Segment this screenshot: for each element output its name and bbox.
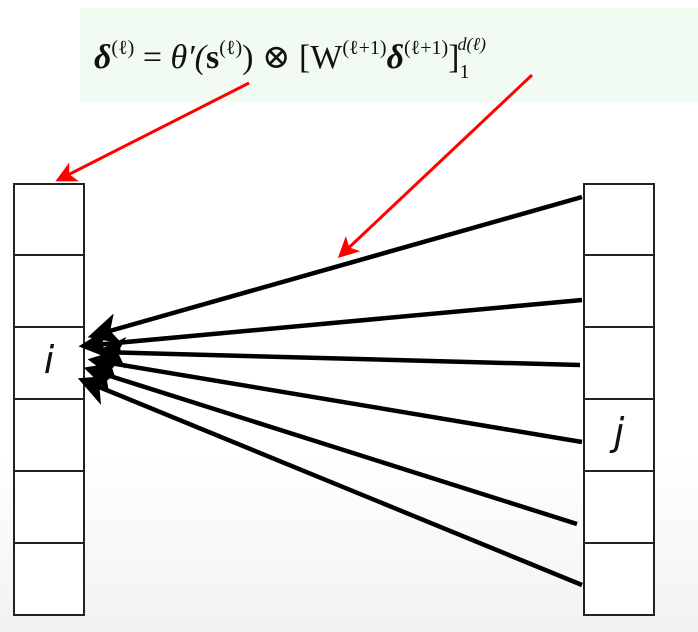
neuron-cell bbox=[583, 544, 655, 616]
annotation-arrows bbox=[55, 73, 534, 259]
red-arrow-to-delta-l bbox=[55, 81, 250, 182]
neuron-cell bbox=[583, 183, 655, 256]
neuron-cell bbox=[13, 472, 85, 544]
neuron-label-i: i bbox=[43, 338, 55, 382]
neuron-cell bbox=[13, 400, 85, 472]
neuron-cell bbox=[13, 183, 85, 256]
neuron-cell-i: i bbox=[13, 328, 85, 400]
neuron-cell-j: j bbox=[583, 400, 655, 472]
backprop-formula: δ(ℓ) = θ′(s(ℓ)) ⊗ [W(ℓ+1)δ(ℓ+1)]1d(ℓ) bbox=[94, 34, 486, 83]
neuron-cell bbox=[583, 256, 655, 328]
layer-l-column: i bbox=[13, 183, 85, 616]
layer-l-plus-1-column: j bbox=[583, 183, 655, 616]
weight-arrow-1 bbox=[87, 194, 583, 344]
neuron-cell bbox=[13, 256, 85, 328]
otimes-symbol: ⊗ bbox=[261, 39, 291, 76]
weight-arrow-6 bbox=[77, 375, 583, 588]
red-arrow-to-weights bbox=[337, 73, 534, 259]
neuron-cell bbox=[583, 472, 655, 544]
neuron-cell bbox=[13, 544, 85, 616]
weight-arrow-5 bbox=[83, 362, 578, 527]
formula-box: δ(ℓ) = θ′(s(ℓ)) ⊗ [W(ℓ+1)δ(ℓ+1)]1d(ℓ) bbox=[80, 8, 698, 102]
weight-arrow-3 bbox=[94, 336, 581, 369]
neuron-cell bbox=[583, 328, 655, 400]
neuron-label-j: j bbox=[613, 410, 625, 454]
delta-symbol: δ bbox=[94, 39, 112, 76]
weight-arrow-2 bbox=[78, 297, 583, 360]
weight-arrows bbox=[77, 194, 583, 588]
weight-arrow-4 bbox=[87, 348, 583, 445]
